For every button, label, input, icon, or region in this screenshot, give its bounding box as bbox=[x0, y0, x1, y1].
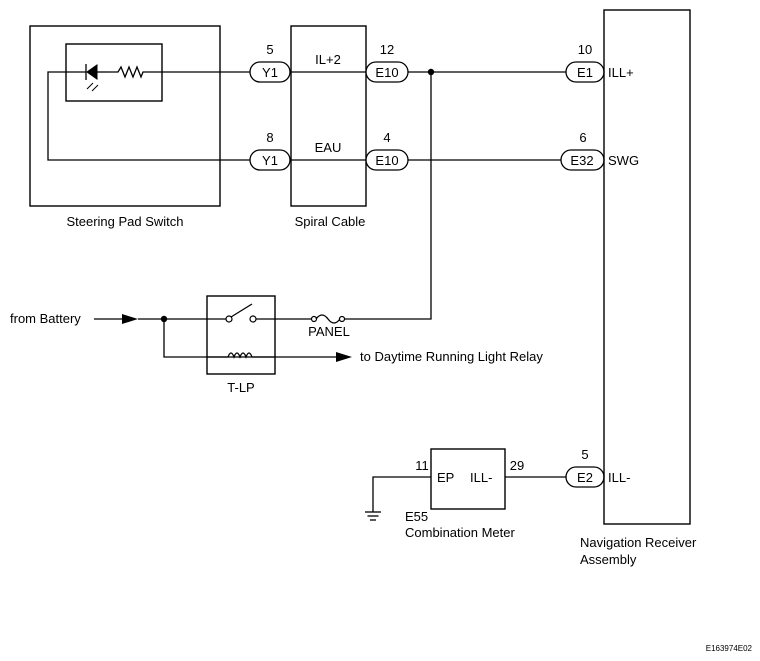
connector-e2-pin: 5 bbox=[581, 447, 588, 462]
relay-t-lp-box bbox=[206, 295, 276, 375]
steering-pad-switch-label: Steering Pad Switch bbox=[66, 214, 183, 229]
navigation-receiver-label-line2: Assembly bbox=[580, 552, 637, 567]
spiral-cable-box bbox=[290, 25, 367, 207]
wire-ground bbox=[372, 476, 431, 512]
meter-pin-ill: 29 bbox=[510, 458, 524, 473]
connector-y1-bottom-code: Y1 bbox=[262, 153, 278, 168]
wire-switch-loop bbox=[47, 71, 250, 161]
connector-e10-bottom-pin: 4 bbox=[383, 130, 390, 145]
resistor-icon bbox=[106, 65, 150, 79]
connector-y1-top-pin: 5 bbox=[266, 42, 273, 57]
to-drl-relay-label: to Daytime Running Light Relay bbox=[360, 349, 543, 364]
steering-pad-switch-box bbox=[29, 25, 221, 207]
nav-terminal-ill-minus: ILL- bbox=[608, 470, 630, 485]
wire-drl bbox=[163, 319, 340, 358]
relay-t-lp-label: T-LP bbox=[227, 380, 254, 395]
connector-y1-bottom bbox=[249, 149, 291, 171]
navigation-receiver-box bbox=[603, 9, 691, 525]
fuse-panel-label: PANEL bbox=[308, 324, 350, 339]
meter-terminal-ill-minus: ILL- bbox=[470, 470, 492, 485]
connector-y1-top-code: Y1 bbox=[262, 65, 278, 80]
meter-terminal-ep: EP bbox=[437, 470, 454, 485]
spiral-terminal-bottom: EAU bbox=[315, 140, 342, 155]
spiral-terminal-top: IL+2 bbox=[315, 52, 341, 67]
from-battery-label: from Battery bbox=[10, 311, 81, 326]
connector-e32-code: E32 bbox=[570, 153, 593, 168]
wire-panel-feed bbox=[366, 72, 432, 320]
meter-pin-ep: 11 bbox=[415, 458, 429, 473]
relay-switch-icon bbox=[207, 303, 275, 323]
spiral-cable-label: Spiral Cable bbox=[295, 214, 366, 229]
arrow-battery-in-icon bbox=[122, 314, 138, 324]
connector-e2-code: E2 bbox=[577, 470, 593, 485]
connector-e1-code: E1 bbox=[577, 65, 593, 80]
relay-coil-icon bbox=[207, 352, 275, 359]
led-icon bbox=[85, 64, 106, 92]
connector-e32-pin: 6 bbox=[579, 130, 586, 145]
connector-e10-bottom-code: E10 bbox=[375, 153, 398, 168]
ground-icon bbox=[365, 511, 381, 521]
connector-e10-top-code: E10 bbox=[375, 65, 398, 80]
combination-meter-label: Combination Meter bbox=[405, 525, 515, 540]
combination-meter-box bbox=[430, 448, 506, 510]
fuse-icon bbox=[310, 314, 346, 324]
arrow-drl-icon bbox=[336, 352, 352, 362]
navigation-receiver-label-line1: Navigation Receiver bbox=[580, 535, 697, 550]
connector-y1-top bbox=[249, 61, 291, 83]
connector-y1-bottom-pin: 8 bbox=[266, 130, 273, 145]
connector-e1-pin: 10 bbox=[578, 42, 592, 57]
combination-meter-code: E55 bbox=[405, 509, 428, 524]
nav-terminal-ill-plus: ILL+ bbox=[608, 65, 634, 80]
connector-e10-top-pin: 12 bbox=[380, 42, 394, 57]
figure-code: E163974E02 bbox=[706, 644, 753, 653]
nav-terminal-swg: SWG bbox=[608, 153, 639, 168]
